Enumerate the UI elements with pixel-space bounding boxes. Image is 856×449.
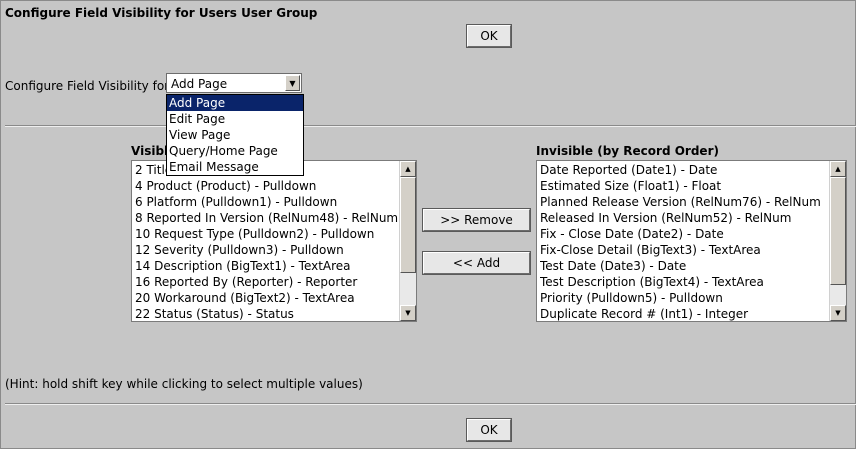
list-item[interactable]: 10 Request Type (Pulldown2) - Pulldown — [135, 227, 375, 241]
invisible-list-scrollbar[interactable]: ▲ ▼ — [829, 161, 846, 321]
ok-button-top[interactable]: OK — [466, 24, 512, 48]
list-item[interactable]: Test Description (BigText4) - TextArea — [540, 275, 764, 289]
list-item[interactable]: 14 Description (BigText1) - TextArea — [135, 259, 351, 273]
list-item[interactable]: Estimated Size (Float1) - Float — [540, 179, 722, 193]
add-button[interactable]: << Add — [422, 251, 531, 275]
ok-button-bottom[interactable]: OK — [466, 418, 512, 442]
list-item[interactable]: 6 Platform (Pulldown1) - Pulldown — [135, 195, 338, 209]
scroll-down-icon[interactable]: ▼ — [830, 305, 846, 321]
visible-list-scrollbar[interactable]: ▲ ▼ — [399, 161, 416, 321]
list-item[interactable]: 4 Product (Product) - Pulldown — [135, 179, 317, 193]
list-item[interactable]: 22 Status (Status) - Status — [135, 307, 294, 321]
list-item[interactable]: Date Reported (Date1) - Date — [540, 163, 718, 177]
dropdown-option[interactable]: Email Message — [169, 160, 259, 174]
page-type-select[interactable]: Add Page ▼ — [166, 73, 302, 93]
scroll-thumb[interactable] — [830, 177, 846, 285]
dropdown-option[interactable]: Add Page — [167, 95, 303, 111]
invisible-fields-list[interactable]: Date Reported (Date1) - Date Estimated S… — [536, 160, 847, 322]
list-item[interactable]: 2 Title — [135, 163, 173, 177]
list-item[interactable]: Test Date (Date3) - Date — [540, 259, 687, 273]
list-item[interactable]: 16 Reported By (Reporter) - Reporter — [135, 275, 358, 289]
list-item[interactable]: Duplicate Record # (Int1) - Integer — [540, 307, 749, 321]
dropdown-option[interactable]: Query/Home Page — [169, 144, 278, 158]
list-item[interactable]: Priority (Pulldown5) - Pulldown — [540, 291, 723, 305]
page-title: Configure Field Visibility for Users Use… — [5, 6, 318, 20]
visible-fields-list[interactable]: 2 Title 4 Product (Product) - Pulldown 6… — [131, 160, 417, 322]
dropdown-option[interactable]: View Page — [169, 128, 231, 142]
divider-bottom — [5, 403, 856, 405]
list-item[interactable]: 12 Severity (Pulldown3) - Pulldown — [135, 243, 344, 257]
divider-top — [5, 125, 856, 127]
chevron-down-icon[interactable]: ▼ — [285, 75, 300, 91]
scroll-up-icon[interactable]: ▲ — [830, 161, 846, 177]
list-item[interactable]: 20 Workaround (BigText2) - TextArea — [135, 291, 355, 305]
page-type-select-value: Add Page — [171, 77, 228, 91]
visible-heading: Visibl — [131, 144, 169, 158]
hint-text: (Hint: hold shift key while clicking to … — [5, 377, 363, 391]
list-item[interactable]: Fix-Close Detail (BigText3) - TextArea — [540, 243, 761, 257]
list-item[interactable]: Fix - Close Date (Date2) - Date — [540, 227, 724, 241]
dropdown-option[interactable]: Edit Page — [169, 112, 226, 126]
page-type-dropdown[interactable]: Add Page Edit Page View Page Query/Home … — [166, 94, 304, 176]
scroll-down-icon[interactable]: ▼ — [400, 305, 416, 321]
field-visibility-label: Configure Field Visibility for — [5, 79, 170, 93]
remove-button[interactable]: >> Remove — [422, 208, 531, 232]
scroll-thumb[interactable] — [400, 177, 416, 273]
list-item[interactable]: Released In Version (RelNum52) - RelNum — [540, 211, 792, 225]
invisible-heading: Invisible (by Record Order) — [536, 144, 719, 158]
list-item[interactable]: Planned Release Version (RelNum76) - Rel… — [540, 195, 821, 209]
scroll-up-icon[interactable]: ▲ — [400, 161, 416, 177]
list-item[interactable]: 8 Reported In Version (RelNum48) - RelNu… — [135, 211, 399, 225]
